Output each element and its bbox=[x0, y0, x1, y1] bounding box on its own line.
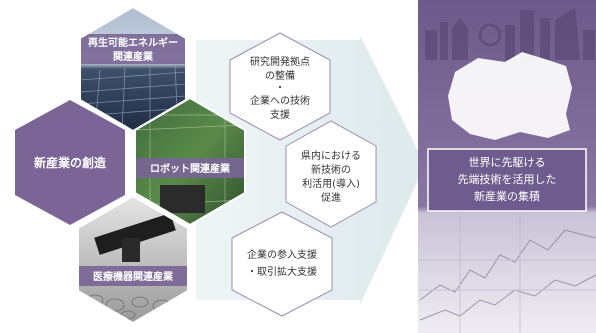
chart-texture bbox=[418, 215, 596, 333]
step-1-line-5: 支援 bbox=[270, 108, 290, 121]
step-2-line-1: 県内における bbox=[301, 149, 361, 162]
result-line-2: 先端技術を活用した bbox=[458, 173, 557, 186]
result-line-3: 新産業の集積 bbox=[474, 189, 540, 203]
step-2: 県内における 新技術の 利活用(導入) 促進 bbox=[285, 120, 377, 228]
renewable-label-2: 関連産業 bbox=[113, 50, 154, 63]
step-2-line-3: 利活用(導入) bbox=[302, 177, 360, 190]
step-1: 研究開発拠点 の整備 ・ 企業への技術 支援 bbox=[229, 32, 331, 141]
center-hexagon: 新産業の創造 bbox=[15, 100, 125, 225]
skyline-illustration bbox=[425, 8, 595, 60]
result-line-1: 世界に先駆ける bbox=[469, 156, 546, 169]
step-3: 企業の参入支援 ・取引拡大支援 bbox=[231, 211, 333, 317]
renewable-hexagon: 再生可能エネルギー 関連産業 bbox=[79, 5, 187, 133]
step-1-line-2: の整備 bbox=[265, 69, 295, 82]
step-1-line-4: 企業への技術 bbox=[250, 94, 310, 107]
renewable-label-1: 再生可能エネルギー bbox=[88, 36, 178, 49]
step-3-line-2: ・取引拡大支援 bbox=[247, 265, 317, 278]
step-2-line-2: 新技術の bbox=[311, 163, 351, 176]
step-2-line-4: 促進 bbox=[321, 191, 341, 204]
medical-label: 医療機器関連産業 bbox=[93, 270, 174, 283]
step-3-line-1: 企業の参入支援 bbox=[247, 248, 317, 261]
result-panel: 世界に先駆ける 先端技術を活用した 新産業の集積 bbox=[418, 0, 596, 333]
result-box bbox=[427, 148, 587, 212]
prefecture-map bbox=[448, 52, 572, 140]
step-1-line-1: 研究開発拠点 bbox=[250, 55, 310, 68]
step-1-line-3: ・ bbox=[275, 83, 285, 94]
robot-label: ロボット関連産業 bbox=[150, 162, 231, 175]
medical-hexagon: 医療機器関連産業 bbox=[77, 194, 189, 325]
center-label: 新産業の創造 bbox=[34, 155, 107, 170]
